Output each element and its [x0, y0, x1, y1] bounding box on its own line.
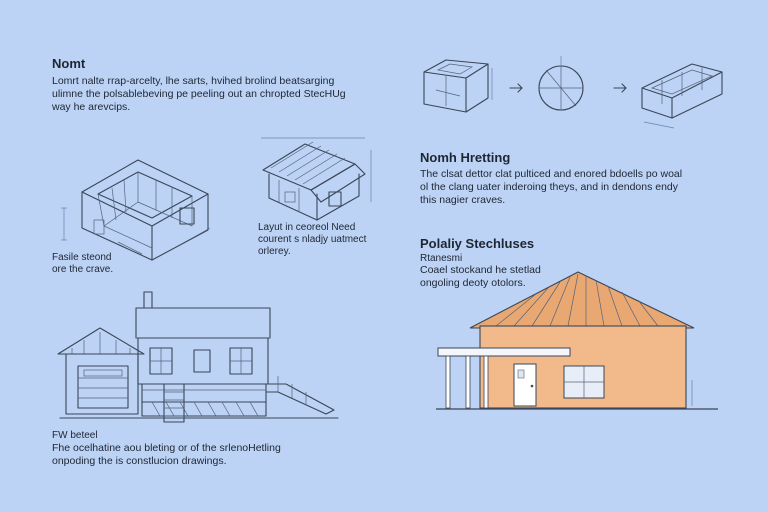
iso-walls-sketch — [61, 159, 211, 261]
caption-bottom-body: Fhe ocelhatine aou bleting or of the srl… — [52, 442, 372, 468]
section-right-2-subheading: Rtanesmi — [420, 253, 463, 264]
section-right-1-heading: Nomh Hretting — [420, 150, 511, 165]
section-right-1-body: The clsat dettor clat pulticed and enore… — [420, 168, 740, 206]
process-row — [423, 56, 723, 129]
house-elevation-drawing — [57, 291, 339, 423]
caption-bottom-label: FW beteel — [52, 430, 98, 441]
arrow-right-icon — [613, 83, 627, 93]
caption-left-line: ore the crave. — [52, 264, 114, 276]
iso-roof-sketch — [261, 137, 372, 221]
caption-left: Fasile steond ore the crave. — [52, 252, 113, 276]
caption-middle: Layut in ceoreol Need courent s nladjy u… — [258, 222, 366, 259]
intro-line: ulimne the polsablebeving pe peeling out… — [52, 87, 346, 100]
intro-line: Lomrt nalte rrap-arcelty, lhe sarts, hvi… — [52, 75, 335, 87]
caption-bottom-line: Fhe ocelhatine aou bleting or of the srl… — [52, 442, 281, 454]
section-right-1-line: this nagier craves. — [420, 193, 506, 206]
section-right-2-heading: Polaliy Stechluses — [420, 236, 535, 251]
caption-middle-line: courent s nladjy uatmect — [258, 234, 367, 246]
roof-rafters — [495, 273, 659, 327]
intro-line: way he arevcips. — [52, 100, 131, 113]
caption-middle-line: Layut in ceoreol Need — [258, 222, 356, 233]
intro-body: Lomrt nalte rrap-arcelty, lhe sarts, hvi… — [52, 75, 382, 113]
section-right-2-line: ongoling deoty otolors. — [420, 276, 526, 289]
caption-bottom-line: onpoding the is constlucion drawings. — [52, 454, 227, 467]
house-render — [436, 271, 718, 410]
arrow-right-icon — [509, 83, 523, 93]
section-right-2-line: Coael stockand he stetlad — [420, 264, 541, 276]
frame-sketch — [641, 63, 723, 129]
intro-heading: Nomt — [52, 56, 86, 71]
section-right-1-line: The clsat dettor clat pulticed and enore… — [420, 168, 683, 180]
caption-middle-line: orlerey. — [258, 246, 291, 258]
section-right-1-line: ol the clang uater inderoing theys, and … — [420, 180, 679, 193]
caption-left-line: Fasile steond — [52, 252, 112, 263]
sphere-sketch — [538, 56, 584, 111]
section-right-2-body: Coael stockand he stetlad ongoling deoty… — [420, 264, 541, 290]
cube-sketch — [423, 59, 493, 113]
